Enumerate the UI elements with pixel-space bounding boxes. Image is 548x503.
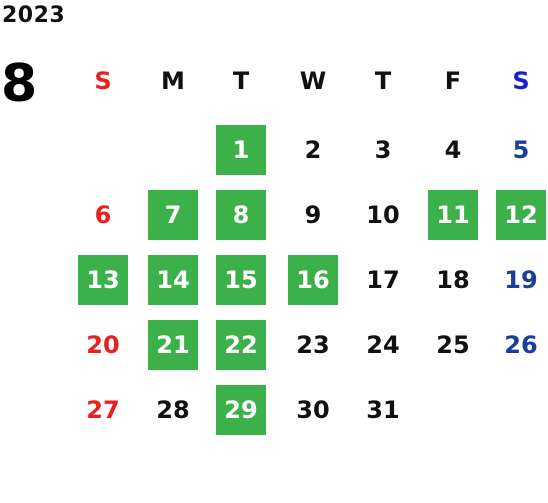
day-cell-highlighted[interactable]: 8 bbox=[216, 190, 266, 240]
day-cell[interactable]: 28 bbox=[156, 396, 190, 424]
day-cell[interactable]: 31 bbox=[366, 396, 400, 424]
day-cell-highlighted[interactable]: 13 bbox=[78, 255, 128, 305]
weekday-label: S bbox=[512, 67, 530, 95]
day-cell[interactable]: 2 bbox=[304, 136, 322, 164]
day-cell-highlighted[interactable]: 29 bbox=[216, 385, 266, 435]
weekday-label: M bbox=[161, 67, 185, 95]
day-cell-highlighted[interactable]: 22 bbox=[216, 320, 266, 370]
day-cell[interactable]: 30 bbox=[296, 396, 330, 424]
weekday-label: F bbox=[444, 67, 462, 95]
day-cell-highlighted[interactable]: 7 bbox=[148, 190, 198, 240]
day-cell-highlighted[interactable]: 21 bbox=[148, 320, 198, 370]
day-cell[interactable]: 25 bbox=[436, 331, 470, 359]
weekday-label: W bbox=[299, 67, 327, 95]
day-cell-highlighted[interactable]: 11 bbox=[428, 190, 478, 240]
day-cell-highlighted[interactable]: 1 bbox=[216, 125, 266, 175]
day-cell[interactable]: 6 bbox=[94, 201, 112, 229]
weekday-label: T bbox=[374, 67, 392, 95]
calendar-year: 2023 bbox=[2, 3, 66, 28]
day-cell[interactable]: 19 bbox=[504, 266, 538, 294]
day-cell[interactable]: 9 bbox=[304, 201, 322, 229]
day-cell[interactable]: 4 bbox=[444, 136, 462, 164]
day-cell[interactable]: 20 bbox=[86, 331, 120, 359]
day-cell[interactable]: 27 bbox=[86, 396, 120, 424]
day-cell[interactable]: 3 bbox=[374, 136, 392, 164]
day-cell-highlighted[interactable]: 14 bbox=[148, 255, 198, 305]
day-cell-highlighted[interactable]: 15 bbox=[216, 255, 266, 305]
day-cell[interactable]: 26 bbox=[504, 331, 538, 359]
day-cell[interactable]: 18 bbox=[436, 266, 470, 294]
day-cell[interactable]: 23 bbox=[296, 331, 330, 359]
day-cell[interactable]: 5 bbox=[512, 136, 530, 164]
day-cell-highlighted[interactable]: 16 bbox=[288, 255, 338, 305]
calendar-month: 8 bbox=[1, 54, 38, 114]
day-cell[interactable]: 24 bbox=[366, 331, 400, 359]
day-cell[interactable]: 10 bbox=[366, 201, 400, 229]
weekday-label: T bbox=[232, 67, 250, 95]
weekday-label: S bbox=[94, 67, 112, 95]
day-cell[interactable]: 17 bbox=[366, 266, 400, 294]
day-cell-highlighted[interactable]: 12 bbox=[496, 190, 546, 240]
